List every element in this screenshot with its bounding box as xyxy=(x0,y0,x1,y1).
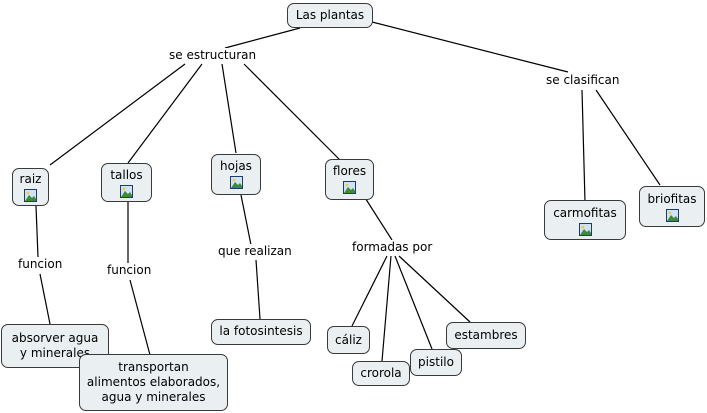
link-se-estructuran: se estructuran xyxy=(167,48,259,63)
line-estructuran-tallos xyxy=(127,63,203,164)
concept-estambres[interactable]: estambres xyxy=(446,322,526,349)
concept-tallos[interactable]: tallos xyxy=(101,163,152,202)
image-icon[interactable] xyxy=(578,223,592,236)
concept-label: carmofitas xyxy=(553,206,617,220)
concept-label: flores xyxy=(332,164,367,178)
line-root-estructuran xyxy=(224,27,301,49)
concept-label: briofitas xyxy=(647,192,697,206)
line-hojas-realizan xyxy=(240,194,252,246)
line-root-clasifican xyxy=(371,21,569,73)
image-icon[interactable] xyxy=(120,185,133,198)
line-clasifican-briofitas xyxy=(595,89,661,186)
concept-transportan[interactable]: transportan alimentos elaborados, agua y… xyxy=(79,354,228,411)
line-realizan-fotosintesis xyxy=(255,259,261,320)
line-formadas-estambres xyxy=(398,255,471,323)
line-estructuran-flores xyxy=(243,63,341,161)
image-icon[interactable] xyxy=(24,189,37,202)
concept-label: estambres xyxy=(454,328,518,342)
concept-carmofitas[interactable]: carmofitas xyxy=(544,200,626,240)
link-funcion-tallos: funcion xyxy=(105,263,154,278)
concept-label: absorver agua y minerales xyxy=(11,331,99,360)
concept-fotosintesis[interactable]: la fotosintesis xyxy=(211,319,311,345)
line-formadas-caliz xyxy=(351,255,388,327)
concept-las-plantas[interactable]: Las plantas xyxy=(287,3,373,28)
concept-pistilo[interactable]: pistilo xyxy=(410,349,462,376)
concept-label: tallos xyxy=(110,168,143,182)
line-clasifican-carmofitas xyxy=(581,89,586,203)
concept-hojas[interactable]: hojas xyxy=(211,154,261,195)
concept-crorola[interactable]: crorola xyxy=(352,361,410,386)
line-funcion-absorver xyxy=(39,273,51,325)
image-icon[interactable] xyxy=(229,176,243,189)
line-funcion-transportan xyxy=(129,279,151,356)
concept-label: hojas xyxy=(220,159,252,173)
concept-label: Las plantas xyxy=(295,8,365,22)
concept-flores[interactable]: flores xyxy=(325,159,374,200)
image-icon[interactable] xyxy=(665,209,679,222)
line-flores-formadas xyxy=(361,192,393,241)
line-estructuran-raiz xyxy=(49,63,186,166)
link-se-clasifican: se clasifican xyxy=(544,73,622,88)
concept-label: raiz xyxy=(19,172,42,186)
line-formadas-crorola xyxy=(381,255,392,362)
concept-label: crorola xyxy=(360,366,402,380)
concept-label: cáliz xyxy=(335,333,362,347)
link-formadas-por: formadas por xyxy=(350,240,435,255)
link-que-realizan: que realizan xyxy=(216,244,294,259)
line-formadas-pistilo xyxy=(394,255,433,350)
concept-label: pistilo xyxy=(418,355,454,369)
concept-label: transportan alimentos elaborados, agua y… xyxy=(86,360,221,404)
line-estructuran-hojas xyxy=(221,63,237,154)
concept-raiz[interactable]: raiz xyxy=(12,168,49,206)
image-icon[interactable] xyxy=(343,181,356,194)
line-raiz-funcion xyxy=(35,205,39,258)
concept-absorver-agua[interactable]: absorver agua y minerales xyxy=(1,324,109,368)
concept-label: la fotosintesis xyxy=(219,324,303,338)
link-funcion-raiz: funcion xyxy=(16,257,65,272)
concept-caliz[interactable]: cáliz xyxy=(327,326,370,354)
concept-briofitas[interactable]: briofitas xyxy=(639,186,705,227)
